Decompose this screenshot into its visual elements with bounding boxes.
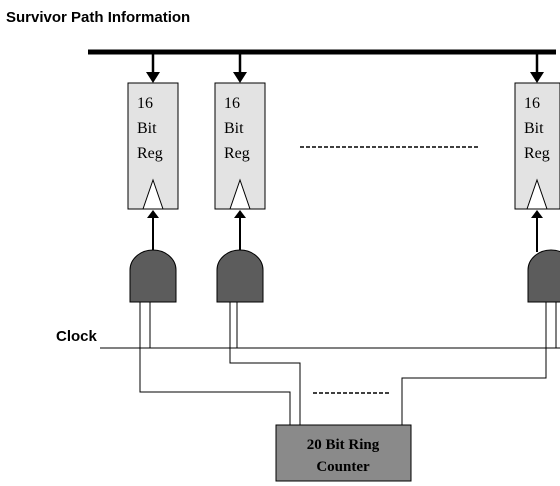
register-2-line-3: Reg [224,145,250,162]
register-2-line-1: 16 [224,95,240,112]
ring-counter-line-1: 20 Bit Ring [307,437,380,453]
clock-label: Clock [56,328,98,345]
register-2-line-2: Bit [224,120,244,137]
and-gate-icon [527,249,560,303]
register-1-line-2: Bit [137,120,157,137]
clock-triangle-icon [526,178,548,210]
register-1-line-1: 16 [137,95,153,112]
gate-input-wires [139,302,557,425]
clock-triangle-icon [229,178,251,210]
bus-taps [146,52,544,83]
register-3-line-2: Bit [524,120,544,137]
ring-counter: 20 Bit Ring Counter [275,424,412,482]
ring-counter-line-2: Counter [316,459,370,475]
and-gate-icon [216,249,264,303]
diagram-title: Survivor Path Information [6,9,190,26]
clock-triangle-icon [142,178,164,210]
register-1-line-3: Reg [137,145,163,162]
register-2: 16 Bit Reg [214,82,266,210]
register-1: 16 Bit Reg [127,82,179,210]
register-3-line-1: 16 [524,95,540,112]
register-3-line-3: Reg [524,145,550,162]
gate-to-register-arrows [147,210,543,252]
register-3: 16 Bit Reg [514,82,560,210]
and-gate-icon [129,249,177,303]
